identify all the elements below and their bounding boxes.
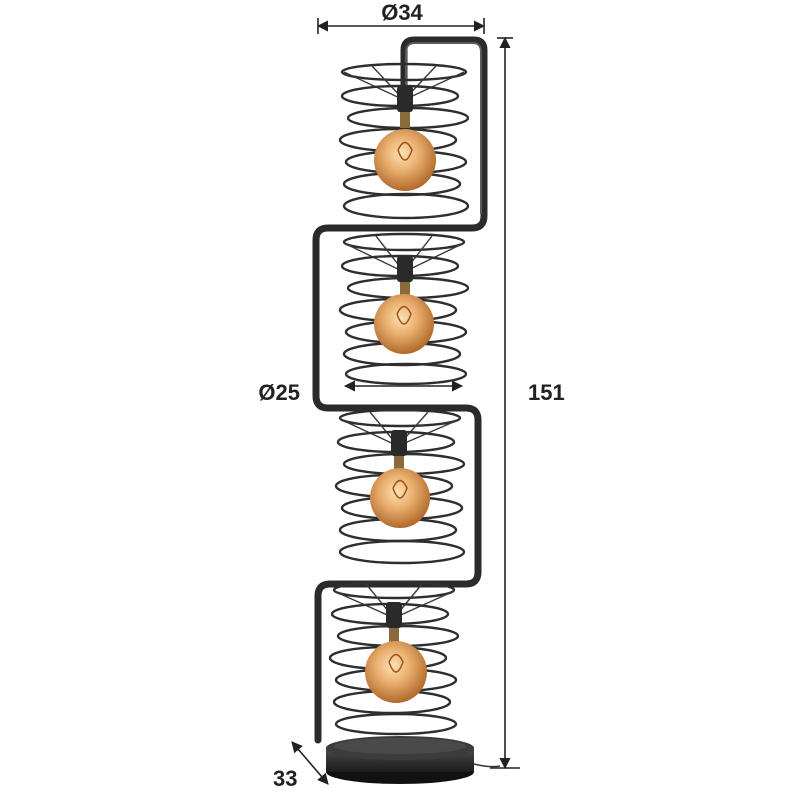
spiral-cage bbox=[338, 232, 470, 386]
shade-diameter-dimension: Ø25 bbox=[258, 380, 464, 405]
top-diameter-label: Ø34 bbox=[381, 0, 423, 25]
lamp-shade-1 bbox=[338, 62, 470, 220]
bulb-socket bbox=[391, 430, 407, 456]
base-depth-label: 33 bbox=[273, 766, 297, 791]
bulb-socket bbox=[397, 256, 413, 282]
bulb-socket bbox=[386, 602, 402, 628]
lamp-frame bbox=[312, 36, 488, 744]
height-label: 151 bbox=[528, 380, 565, 405]
top-diameter-dimension: Ø34 bbox=[316, 0, 486, 34]
lamp-shade-3 bbox=[334, 408, 466, 565]
bulb-socket bbox=[397, 86, 413, 112]
base-depth-dimension: 33 bbox=[273, 741, 329, 791]
lamp-base bbox=[326, 736, 501, 784]
lamp-shade-4 bbox=[328, 580, 460, 736]
lamp-shade-2 bbox=[338, 232, 470, 386]
shade-diameter-label: Ø25 bbox=[258, 380, 300, 405]
height-dimension: 151 bbox=[490, 36, 565, 770]
